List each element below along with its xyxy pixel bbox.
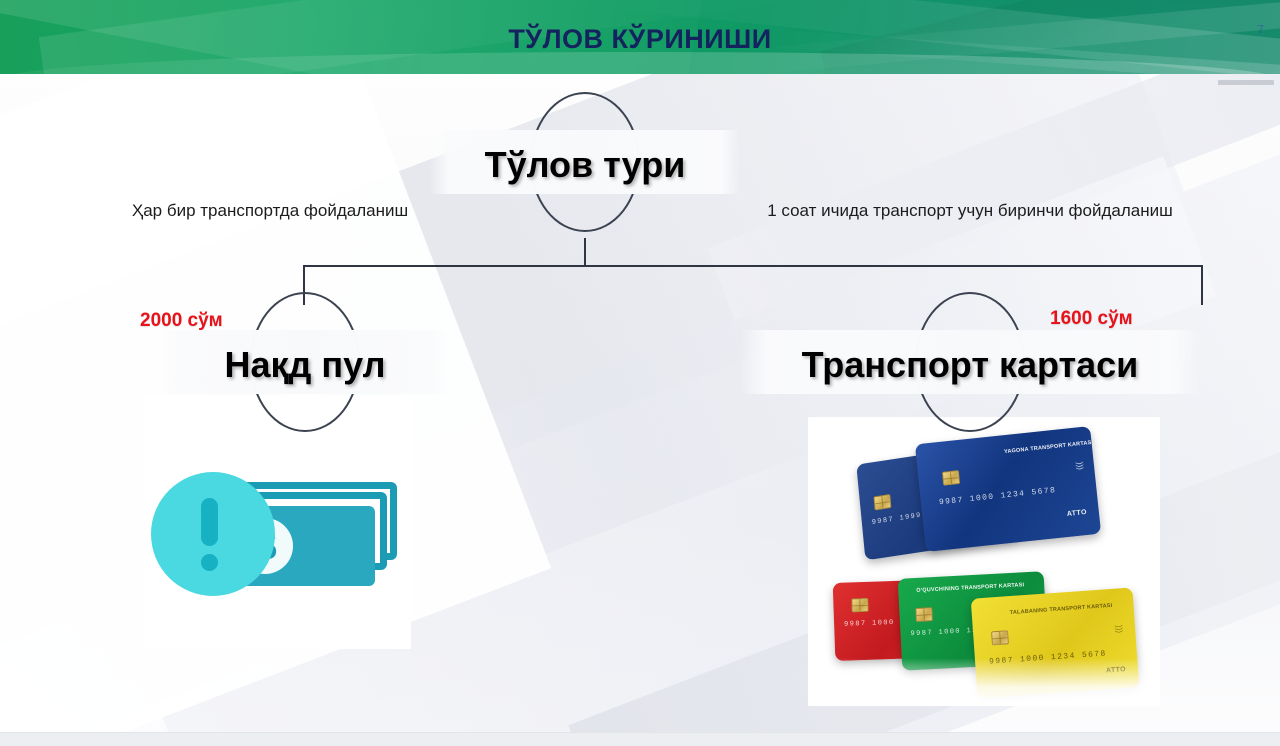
card-number: 9987 1000 1234 5678: [938, 485, 1057, 508]
card-title: O'QUVCHINING TRANSPORT KARTASI: [916, 582, 1025, 594]
connector-right-drop: [1201, 265, 1203, 305]
transport-cards-image: 9987 1999 1234 ATTO YAGONA TRANSPORT KAR…: [808, 417, 1160, 706]
node-transport-card[interactable]: Транспорт картаси: [740, 292, 1200, 438]
price-left-branch: 2000 сўм: [140, 310, 223, 331]
chip-icon: [941, 470, 961, 486]
caption-left-branch: Ҳар бир транспортда фойдаланиш: [131, 201, 409, 220]
connector-root-stem: [584, 238, 586, 266]
node-payment-type[interactable]: Тўлов тури: [430, 92, 740, 238]
page-title: ТЎЛОВ КЎРИНИШИ: [508, 24, 772, 54]
cash-money-image: $: [145, 396, 411, 649]
connector-horizontal: [303, 265, 1203, 267]
transport-card-blue-front: YAGONA TRANSPORT KARTASI ))) 9987 1000 1…: [914, 426, 1102, 552]
atto-logo: ATTO: [1066, 508, 1088, 518]
card-title: TALABANING TRANSPORT KARTASI: [1009, 602, 1113, 617]
slide-number: 7: [1256, 22, 1264, 37]
caption-right-branch: 1 соат ичида транспорт учун биринчи фойд…: [767, 201, 1173, 220]
card-number: 9987 1000 1234 5678: [988, 649, 1108, 667]
header-banner: ТЎЛОВ КЎРИНИШИ 7: [0, 0, 1280, 74]
connector-left-drop: [303, 265, 305, 305]
node-label-cash: Нақд пул: [224, 344, 386, 385]
node-label-band: [740, 330, 1200, 394]
node-label-band: [430, 130, 740, 194]
card-title: YAGONA TRANSPORT KARTASI: [1003, 439, 1094, 456]
header-accent-bar: [1218, 80, 1274, 85]
atto-logo: ATTO: [1105, 666, 1127, 675]
chip-icon: [851, 597, 869, 613]
price-right-branch: 1600 сўм: [1050, 308, 1133, 329]
transport-card-yellow: TALABANING TRANSPORT KARTASI ))) 9987 10…: [970, 587, 1140, 699]
chip-icon: [915, 607, 933, 622]
chip-icon: [873, 493, 892, 511]
chip-icon: [991, 630, 1009, 646]
node-label-payment-type: Тўлов тури: [484, 144, 686, 185]
banner-swoosh: [0, 52, 1280, 74]
exclamation-dot: [201, 554, 218, 571]
contactless-icon: ))): [1114, 624, 1124, 634]
card-number: 9987 1000: [843, 618, 895, 629]
contactless-icon: ))): [1075, 461, 1085, 471]
node-label-band: [160, 330, 450, 394]
slide-footer-strip: [0, 732, 1280, 746]
exclamation-bar: [201, 498, 218, 546]
node-cash[interactable]: Нақд пул: [160, 292, 450, 438]
node-label-transport-card: Транспорт картаси: [801, 344, 1139, 385]
